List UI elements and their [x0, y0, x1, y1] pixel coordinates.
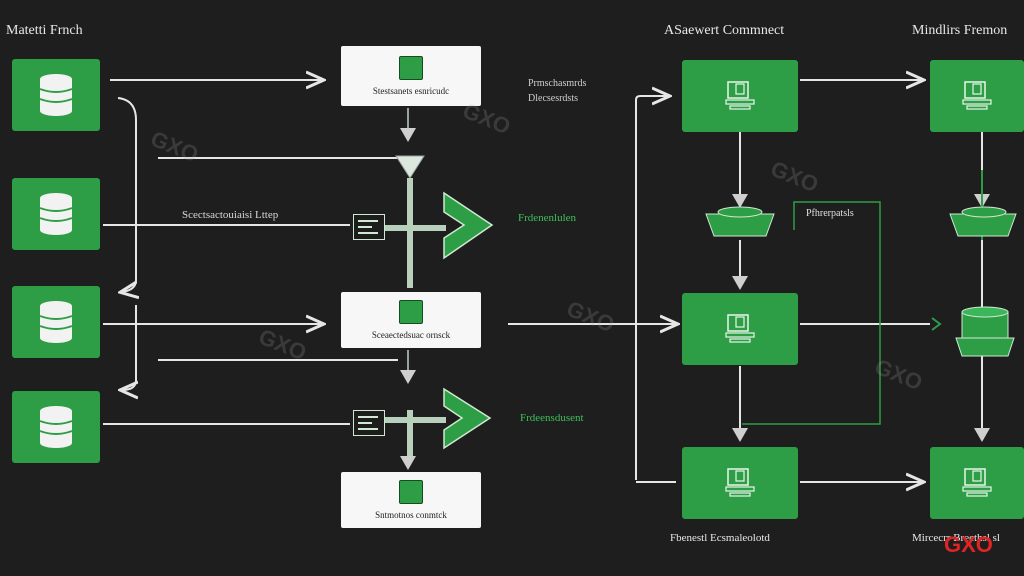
asset-tile[interactable]: [682, 293, 798, 365]
panel-icon: [353, 410, 385, 436]
database-icon: [39, 301, 73, 343]
database-tile[interactable]: [12, 59, 100, 131]
machine-icon: [962, 81, 992, 110]
flow-label: Scectsactouiaisi Lttep: [182, 209, 279, 221]
machine-icon: [962, 468, 992, 497]
middle-column-title: ASaewert Commnect: [664, 23, 785, 38]
database-tile[interactable]: [12, 391, 100, 463]
server-stack-icon: [949, 206, 1017, 237]
machine-icon: [725, 81, 755, 110]
note-label: Prmschasmrds Dlecsesrdsts: [528, 76, 586, 106]
green-flow-label: Frdeensdusent: [520, 412, 584, 424]
database-icon: [39, 406, 73, 448]
outline-label: Pfhrerpatsls: [806, 208, 854, 219]
note-line: Prmschasmrds: [528, 78, 587, 89]
note-line: Dlecsesrdsts: [528, 93, 578, 104]
process-box-label: Stestsanets esnricudc: [372, 86, 450, 96]
machine-icon: [725, 468, 755, 497]
right-bottom-label: Mircecrr Brecthsl sl: [912, 532, 1000, 544]
document-icon: [399, 300, 423, 324]
document-icon: [399, 56, 423, 80]
asset-tile[interactable]: [682, 60, 798, 132]
machine-icon: [725, 314, 755, 343]
middle-bottom-label: Fbenestl Ecsmaleolotd: [670, 532, 770, 544]
process-box-label: Sntmotnos conmtck: [375, 510, 447, 520]
mindlirs-tile[interactable]: [930, 60, 1024, 132]
process-box[interactable]: Sntmotnos conmtck: [341, 472, 481, 528]
process-box-label: Sceaectedsuac ornsck: [371, 330, 451, 340]
right-column-title: Mindlirs Fremon: [912, 23, 1008, 38]
process-box[interactable]: Stestsanets esnricudc: [341, 46, 481, 106]
database-icon: [39, 193, 73, 235]
brand-logo: GXO: [944, 532, 993, 557]
panel-icon: [353, 214, 385, 240]
database-icon: [39, 74, 73, 116]
mindlirs-tile[interactable]: [930, 447, 1024, 519]
green-flow-label: Frdenenlulen: [518, 212, 577, 224]
server-stack-icon: [705, 206, 775, 237]
database-tile[interactable]: [12, 178, 100, 250]
asset-tile[interactable]: [682, 447, 798, 519]
document-icon: [399, 480, 423, 504]
left-column-title: Matetti Frnch: [6, 23, 83, 38]
process-box[interactable]: Sceaectedsuac ornsck: [341, 292, 481, 348]
server-stack-icon: [955, 306, 1015, 357]
database-tile[interactable]: [12, 286, 100, 358]
